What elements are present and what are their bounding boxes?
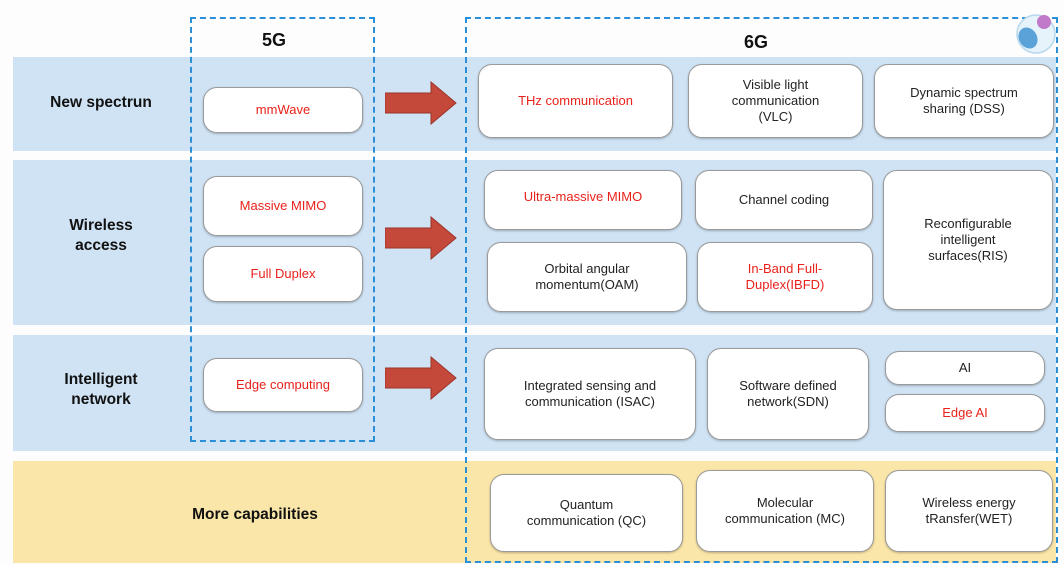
box-text: Channel coding [738,192,830,207]
box-text: AI [958,360,972,375]
box-text: THz communication [518,93,633,108]
row-label-line: access [75,237,127,254]
row-label-wireless-access: Wireless access [26,216,176,256]
box-text-line: intelligent [940,232,996,247]
box-edge-computing: Edge computing [203,358,363,412]
row-label-intelligent-network: Intelligent network [26,370,176,410]
box-ultra-massive-mimo: Ultra-massive MIMO [484,170,682,230]
box-molecular-communication: Molecular communication (MC) [696,470,874,552]
row-label-line: network [71,391,131,408]
frame-6g [465,17,1058,563]
box-text-line: Duplex(IBFD) [745,277,825,292]
arrow-right-icon [385,81,457,125]
row-label-line: Intelligent [64,371,138,388]
box-text-line: sharing (DSS) [923,101,1005,116]
box-text-line: In-Band Full- [747,261,823,276]
box-vlc: Visible light communication (VLC) [688,64,863,138]
box-channel-coding: Channel coding [695,170,873,230]
box-text-line: Quantum [559,497,614,512]
arrow-right-icon [385,216,457,260]
box-text-line: Orbital angular [544,261,630,276]
box-text-line: tRansfer(WET) [925,511,1013,526]
box-text: mmWave [255,102,311,117]
box-text: Massive MIMO [239,198,327,213]
box-ai: AI [885,351,1045,385]
header-6g: 6G [744,32,769,52]
box-text-line: Reconfigurable [924,216,1012,231]
box-text-line: communication (QC) [526,513,647,528]
box-ris: Reconfigurable intelligent surfaces(RIS) [883,170,1053,310]
box-text-line: (VLC) [758,109,793,124]
box-quantum-communication: Quantum communication (QC) [490,474,683,552]
box-text: Full Duplex [250,266,316,281]
box-text-line: Visible light [742,77,809,92]
box-text-line: Software defined [739,378,837,393]
box-edge-ai: Edge AI [885,394,1045,432]
frame-5g [190,17,375,442]
box-text-line: Molecular [756,495,814,510]
arrow-right-icon [385,356,457,400]
logo-icon [1016,14,1056,54]
box-text: Edge computing [236,377,330,392]
box-mmwave: mmWave [203,87,363,133]
box-oam: Orbital angular momentum(OAM) [487,242,687,312]
box-thz-communication: THz communication [478,64,673,138]
box-wireless-energy-transfer: Wireless energy tRansfer(WET) [885,470,1053,552]
box-full-duplex: Full Duplex [203,246,363,302]
box-dss: Dynamic spectrum sharing (DSS) [874,64,1054,138]
box-massive-mimo: Massive MIMO [203,176,363,236]
box-text-line: momentum(OAM) [535,277,639,292]
row-label-text: New spectrun [50,94,152,111]
row-label-text: More capabilities [192,506,318,523]
box-text: Ultra-massive MIMO [523,189,643,204]
box-isac: Integrated sensing and communication (IS… [484,348,696,440]
box-text-line: communication [731,93,820,108]
header-5g: 5G [262,30,287,50]
box-text-line: Wireless energy [922,495,1016,510]
box-text-line: communication (ISAC) [524,394,656,409]
box-ibfd: In-Band Full- Duplex(IBFD) [697,242,873,312]
box-text-line: surfaces(RIS) [928,248,1008,263]
box-text-line: Dynamic spectrum [910,85,1018,100]
box-text-line: communication (MC) [725,511,845,526]
box-text: Edge AI [942,405,988,420]
row-label-more-capabilities: More capabilities [150,505,360,525]
row-label-line: Wireless [69,217,133,234]
box-text-line: Integrated sensing and [523,378,657,393]
box-sdn: Software defined network(SDN) [707,348,869,440]
row-label-new-spectrum: New spectrun [26,93,176,113]
box-text-line: network(SDN) [747,394,829,409]
